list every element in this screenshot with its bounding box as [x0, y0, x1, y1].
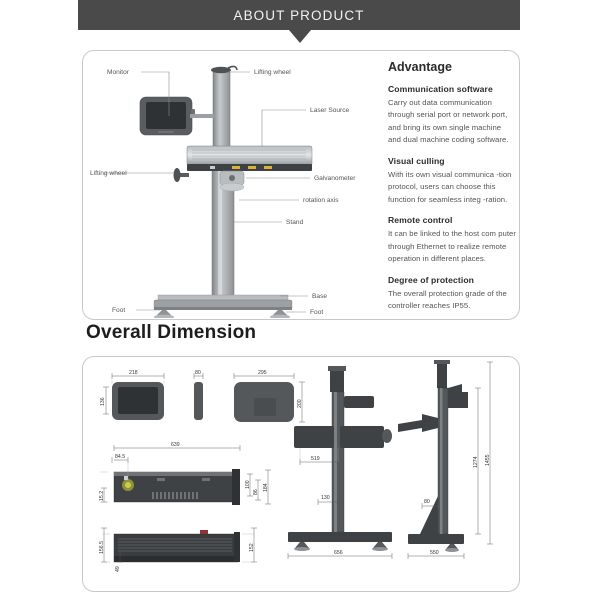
- label-foot-right: Foot: [310, 309, 323, 316]
- dim-monitor-front: 218 136: [100, 370, 165, 420]
- dim-49: 49: [115, 566, 121, 572]
- advantage-item-communication: Communication software Carry out data co…: [388, 84, 516, 147]
- label-leader-lines: [105, 71, 310, 313]
- dim-295: 295: [258, 370, 267, 376]
- dim-200: 200: [297, 399, 303, 408]
- advantage-item-body: Carry out data communication through ser…: [388, 98, 509, 145]
- lifting-post-graphic: [211, 65, 238, 153]
- monitor-arm: [190, 114, 214, 118]
- advantage-item-title: Remote control: [388, 215, 453, 226]
- dim-84-5: 84.5: [115, 454, 125, 460]
- dim-86: 86: [253, 489, 259, 495]
- dim-519: 519: [311, 456, 320, 462]
- dim-136: 136: [100, 397, 106, 406]
- galvanometer-graphic: [219, 170, 245, 192]
- dimension-drawings: 218 136 80 295 200: [99, 360, 493, 572]
- label-stand: Stand: [286, 219, 304, 226]
- dim-laser-top: 639 84.5 100 86 184 15.2: [99, 442, 271, 505]
- label-laser-source: Laser Source: [310, 107, 350, 114]
- advantage-heading: Advantage: [388, 60, 452, 74]
- advantage-item-title: Degree of protection: [388, 274, 475, 285]
- dim-156-5: 156.5: [99, 541, 105, 554]
- advantage-item-visual-culling: Visual culling With its own visual commu…: [388, 156, 516, 206]
- dim-100: 100: [245, 480, 251, 489]
- dim-15-2: 15.2: [99, 491, 105, 501]
- dim-184: 184: [263, 483, 269, 492]
- foot-graphic: [154, 310, 290, 318]
- laser-source-graphic: [186, 145, 313, 171]
- dim-218: 218: [129, 370, 138, 376]
- banner-title: ABOUT PRODUCT: [233, 7, 365, 23]
- advantage-item-protection: Degree of protection The overall protect…: [388, 275, 516, 313]
- advantage-column: Advantage Communication software Carry o…: [388, 60, 516, 322]
- dim-monitor-side: 80: [193, 370, 204, 420]
- advantage-item-remote-control: Remote control It can be linked to the h…: [388, 215, 516, 265]
- dim-laser-side: 156.5 152 49: [99, 527, 257, 572]
- machine-illustration: Monitor Lifting wheel Lifting wheel Lase…: [105, 65, 356, 318]
- dim-639: 639: [171, 442, 180, 448]
- monitor-graphic: [139, 96, 195, 136]
- dim-550: 550: [430, 550, 439, 556]
- dim-1455: 1455: [485, 454, 491, 466]
- advantage-item-title: Visual culling: [388, 155, 445, 166]
- advantage-item-body: It can be linked to the host com puter t…: [388, 229, 516, 264]
- label-lifting-wheel-top: Lifting wheel: [254, 69, 291, 76]
- advantage-item-body: The overall protection grade of the cont…: [388, 288, 507, 311]
- dim-656: 656: [334, 550, 343, 556]
- dim-80-stand: 80: [424, 499, 430, 505]
- base-graphic: [153, 294, 293, 310]
- dim-stand-front: 519 130 656: [287, 366, 393, 559]
- dim-monitor-back: 295 200: [233, 370, 305, 423]
- lifting-wheel-graphic: [173, 168, 189, 182]
- label-monitor: Monitor: [107, 69, 130, 76]
- overall-dimension-title: Overall Dimension: [86, 322, 257, 343]
- product-overview-panel: [82, 50, 520, 320]
- label-foot-left: Foot: [112, 307, 125, 314]
- dim-152: 152: [249, 543, 255, 552]
- about-product-banner: ABOUT PRODUCT: [78, 0, 520, 30]
- banner-notch-arrow: [289, 30, 311, 43]
- label-rotation-axis: rotation axis: [303, 197, 339, 204]
- dim-1274: 1274: [473, 456, 479, 468]
- advantage-item-body: With its own visual communica -tion prot…: [388, 169, 512, 204]
- dim-130: 130: [321, 495, 330, 501]
- advantage-item-title: Communication software: [388, 84, 493, 94]
- dim-80-side: 80: [195, 370, 201, 376]
- label-galvanometer: Galvanometer: [314, 175, 356, 182]
- dim-stand-side: 1274 1455 80 550: [398, 360, 493, 559]
- label-base: Base: [312, 293, 327, 300]
